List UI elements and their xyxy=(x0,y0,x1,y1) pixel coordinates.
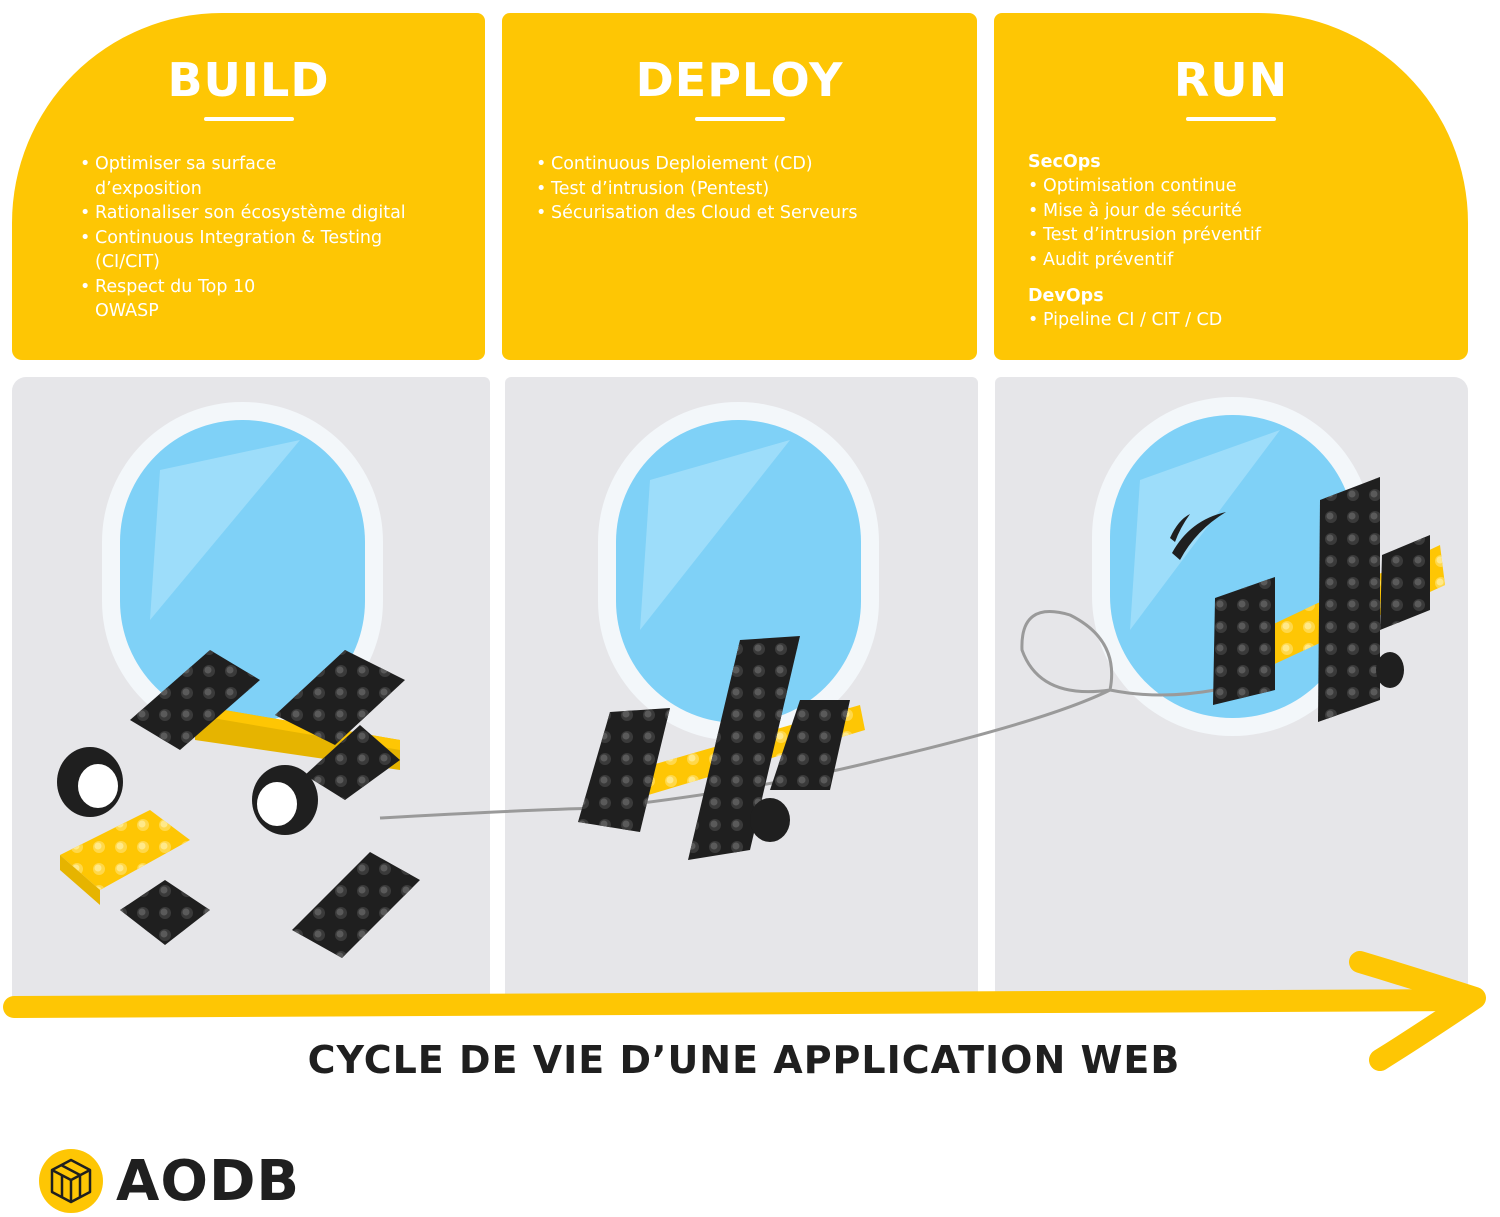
stage-title-build: BUILD xyxy=(167,53,330,107)
window-icon xyxy=(102,402,383,741)
stage-panel-deploy: DEPLOY Continuous Deploiement (CD) Test … xyxy=(502,13,977,360)
title-underline xyxy=(694,117,785,121)
stage-title-run: RUN xyxy=(1173,53,1289,107)
lego-plane-assembled-icon xyxy=(578,636,865,860)
build-item: Respect du Top 10 OWASP xyxy=(80,275,295,324)
devops-item: Pipeline CI / CIT / CD xyxy=(1028,308,1261,333)
deploy-list: Continuous Deploiement (CD) Test d’intru… xyxy=(536,152,956,226)
cube-logo-icon xyxy=(39,1149,103,1213)
group-label-devops: DevOps xyxy=(1028,286,1104,306)
flight-loop xyxy=(879,610,1216,762)
brand-name: AODB xyxy=(116,1148,301,1214)
run-content: SecOps Optimisation continue Mise à jour… xyxy=(1028,150,1261,333)
build-item: Continuous Integration & Testing (CI/CIT… xyxy=(80,226,445,275)
deploy-item: Test d’intrusion (Pentest) xyxy=(536,177,956,202)
secops-item: Audit préventif xyxy=(1028,248,1261,273)
build-item: Rationaliser son écosystème digital xyxy=(80,201,480,226)
devops-list: Pipeline CI / CIT / CD xyxy=(1028,308,1261,333)
title-underline xyxy=(203,117,294,121)
stage-panel-run: RUN SecOps Optimisation continue Mise à … xyxy=(994,13,1468,360)
timeline-arrow-icon xyxy=(3,951,1486,1071)
group-label-secops: SecOps xyxy=(1028,152,1101,172)
brand-logo: AODB xyxy=(38,1147,300,1215)
stage-panel-build: BUILD Optimiser sa surface d’exposition … xyxy=(12,13,485,360)
deploy-item: Continuous Deploiement (CD) xyxy=(536,152,956,177)
secops-item: Test d’intrusion préventif xyxy=(1028,223,1261,248)
build-item: Optimiser sa surface d’exposition xyxy=(80,152,325,201)
title-underline xyxy=(1186,117,1276,121)
deploy-item: Sécurisation des Cloud et Serveurs xyxy=(536,201,956,226)
lego-plane-flying-icon xyxy=(1213,477,1445,722)
window-icon xyxy=(598,402,879,741)
build-list: Optimiser sa surface d’exposition Ration… xyxy=(80,152,480,324)
timeline-label: CYCLE DE VIE D’UNE APPLICATION WEB xyxy=(307,1038,1181,1082)
stage-title-deploy: DEPLOY xyxy=(635,53,844,107)
lego-pieces-scattered-icon xyxy=(57,650,420,958)
secops-item: Mise à jour de sécurité xyxy=(1028,199,1261,224)
secops-item: Optimisation continue xyxy=(1028,174,1261,199)
secops-list: Optimisation continue Mise à jour de séc… xyxy=(1028,174,1261,272)
